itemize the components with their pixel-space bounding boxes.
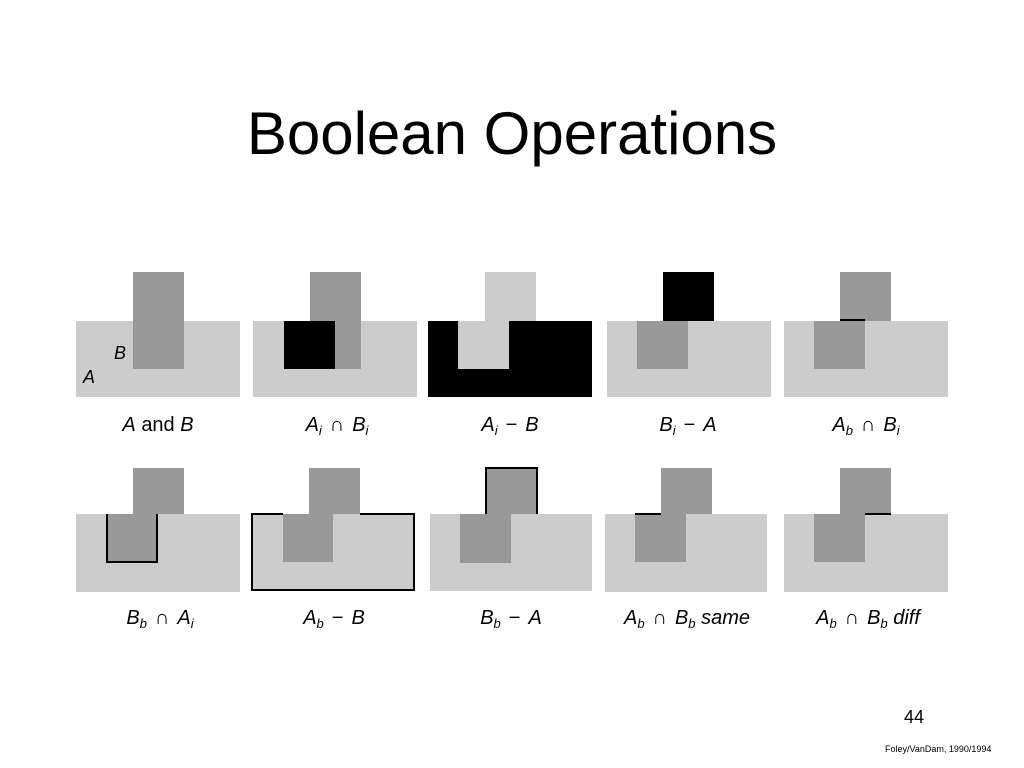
caption-ab-intersect-bb-same: Ab∩Bb same	[624, 607, 750, 631]
panel-ab-intersect-bb-same	[605, 468, 769, 596]
panel-ai-minus-b	[428, 272, 592, 400]
overlap-region	[283, 514, 333, 562]
overlap-region	[814, 514, 865, 562]
caption-ab-minus-b: Ab−B	[303, 607, 365, 631]
set-b-rect	[133, 468, 184, 514]
set-a-rect	[784, 321, 948, 397]
result-boundary	[106, 514, 158, 563]
set-a-rect	[607, 321, 771, 397]
caption-ab-intersect-bi: Ab∩Bi	[832, 414, 900, 438]
caption-ai-intersect-bi: Ai∩Bi	[305, 414, 369, 438]
caption-bb-minus-a: Bb−A	[480, 607, 542, 631]
panel-bi-minus-a	[607, 272, 771, 400]
result-boundary	[251, 513, 415, 591]
set-a-rect	[784, 514, 948, 592]
overlap-region	[637, 321, 688, 369]
panel-ab-minus-b	[251, 468, 416, 596]
slide-number: 44	[904, 707, 925, 727]
slide-title: Boolean Operations	[246, 100, 778, 167]
panel-ab-intersect-bi	[784, 272, 948, 400]
panel-bb-intersect-ai	[76, 468, 240, 596]
caption-bi-minus-a: Bi−A	[659, 414, 717, 438]
set-b-label: B	[114, 343, 126, 363]
panel-a-and-b: B A	[76, 272, 240, 400]
set-b-upper-rect	[486, 468, 537, 514]
overlap-region	[814, 321, 865, 369]
set-b-upper-rect	[840, 272, 891, 321]
panel-bb-minus-a	[430, 466, 594, 594]
set-b-rect	[309, 468, 360, 514]
result-region	[663, 272, 714, 321]
set-b-upper-rect	[840, 468, 891, 514]
result-region	[428, 321, 592, 397]
result-region	[284, 321, 335, 369]
overlap-region	[107, 514, 157, 562]
panel-ab-intersect-bb-diff	[784, 468, 948, 596]
b-inside-region	[458, 321, 509, 369]
set-a-label: A	[82, 367, 95, 387]
caption-a-and-b: A and B	[122, 414, 194, 436]
set-b-rect	[133, 272, 184, 369]
set-b-upper-rect	[661, 468, 712, 514]
caption-ai-minus-b: Ai−B	[481, 414, 539, 438]
overlap-region	[460, 514, 511, 563]
result-boundary	[485, 467, 538, 514]
caption-ab-intersect-bb-diff: Ab∩Bb diff	[816, 607, 920, 631]
caption-bb-intersect-ai: Bb∩Ai	[126, 607, 194, 631]
credit-text: Foley/VanDam, 1990/1994	[885, 744, 992, 754]
panel-ai-intersect-bi	[253, 272, 417, 400]
overlap-region	[635, 514, 686, 562]
